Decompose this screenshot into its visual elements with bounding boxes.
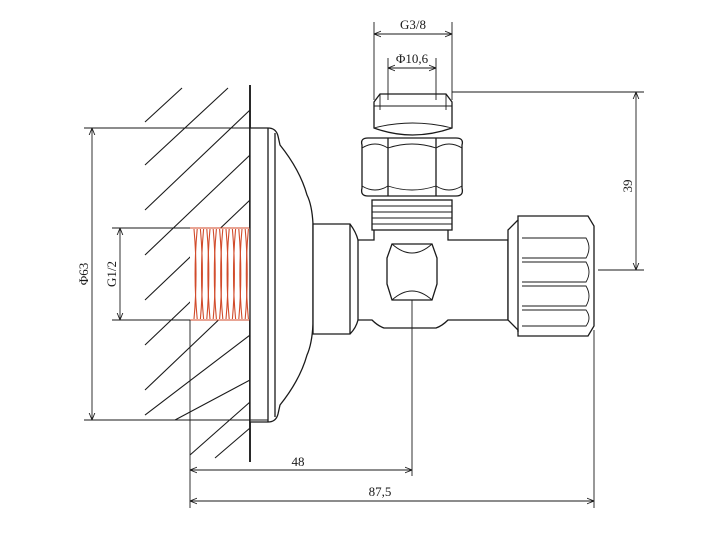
dim-48: 48 bbox=[189, 300, 413, 508]
thread-line bbox=[199, 228, 203, 320]
thread-line bbox=[194, 228, 198, 320]
dim-label-g12: G1/2 bbox=[104, 261, 119, 287]
valve-body bbox=[312, 223, 509, 335]
thread-line bbox=[245, 228, 249, 320]
dim-g12: G1/2 bbox=[104, 227, 190, 321]
dim-label-phi63: Φ63 bbox=[76, 263, 91, 286]
thread-line bbox=[219, 228, 223, 320]
thread-line bbox=[212, 228, 216, 320]
thread-line bbox=[226, 228, 230, 320]
wall-thread bbox=[190, 227, 250, 321]
dim-phi106: Φ10,6 bbox=[387, 51, 437, 100]
thread-line bbox=[225, 228, 229, 320]
dim-label-39: 39 bbox=[620, 180, 635, 193]
thread-line bbox=[207, 228, 211, 320]
thread-line bbox=[206, 228, 210, 320]
top-nut bbox=[360, 93, 464, 231]
thread-line bbox=[239, 228, 243, 320]
thread-line bbox=[193, 228, 197, 320]
escutcheon-flange bbox=[249, 127, 314, 423]
thread-line bbox=[231, 228, 235, 320]
dim-label-875: 87,5 bbox=[369, 484, 392, 499]
thread-line bbox=[220, 228, 224, 320]
thread-line bbox=[232, 228, 237, 320]
thread-line bbox=[244, 228, 248, 320]
dim-label-phi106: Φ10,6 bbox=[396, 51, 429, 66]
dim-g38: G3/8 bbox=[373, 17, 453, 100]
thread-line bbox=[238, 228, 242, 320]
thread-line bbox=[213, 228, 217, 320]
dim-label-48: 48 bbox=[292, 454, 305, 469]
thread-line bbox=[200, 228, 205, 320]
valve-handle bbox=[507, 215, 595, 337]
dim-phi63: Φ63 bbox=[76, 127, 268, 421]
dim-875: 87,5 bbox=[190, 330, 595, 508]
dim-label-g38: G3/8 bbox=[400, 17, 426, 32]
dim-39: 39 bbox=[452, 91, 644, 271]
